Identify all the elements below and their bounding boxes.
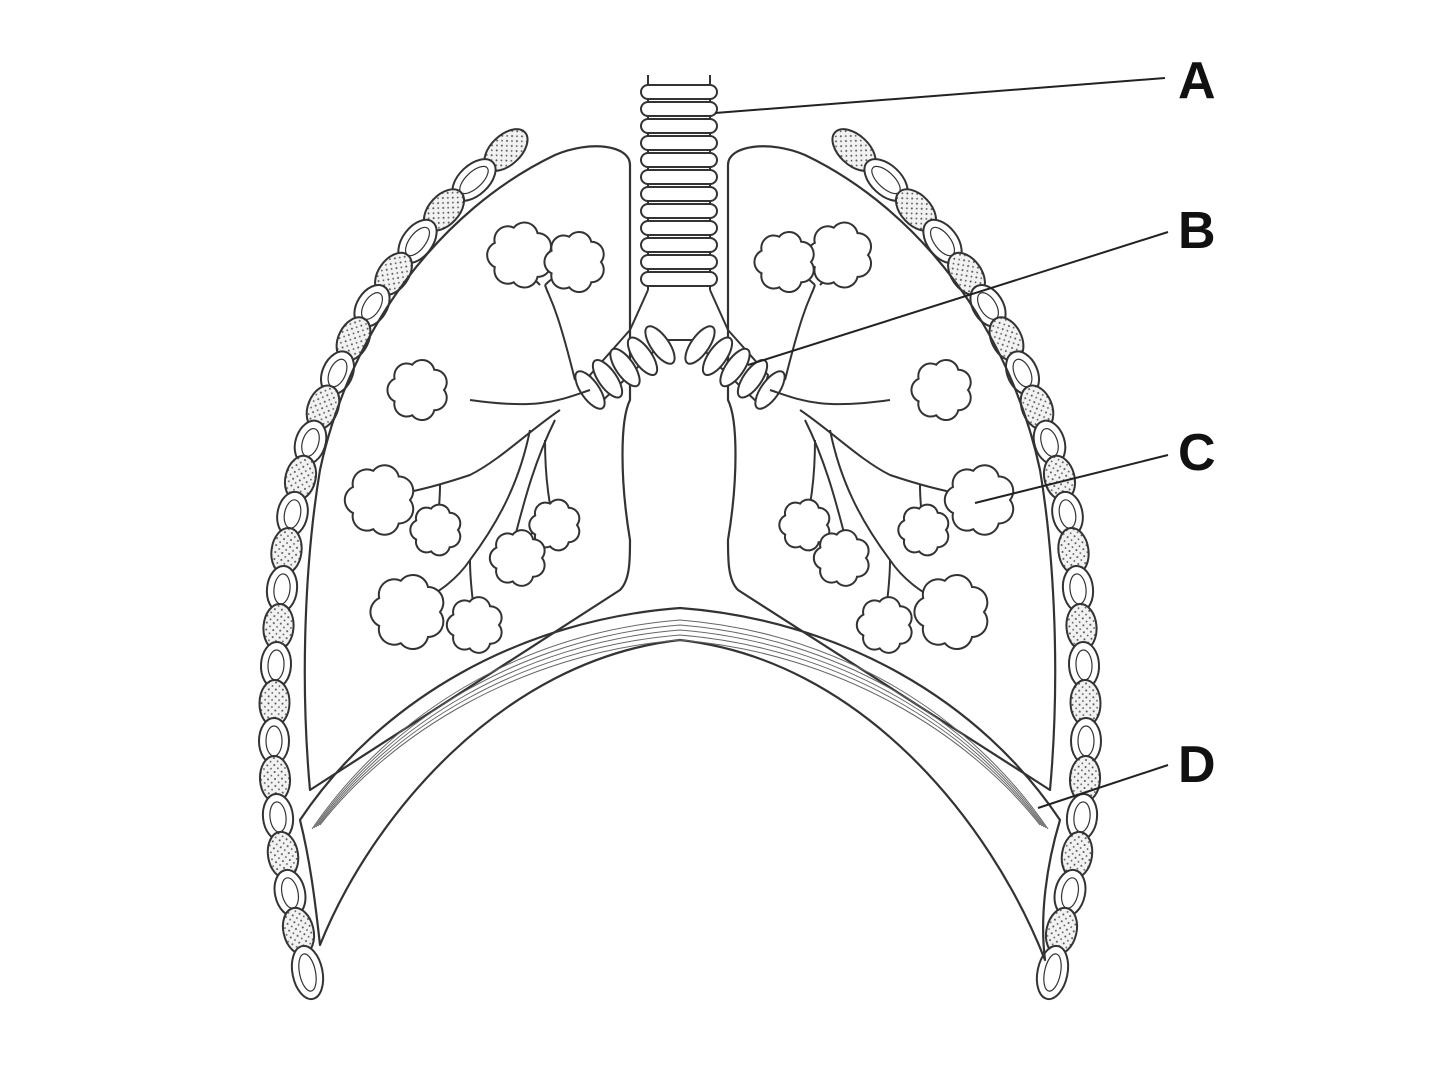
- tracheal-ring: [640, 118, 718, 134]
- left-lung: [303, 145, 632, 792]
- diaphragm: [298, 606, 1062, 962]
- alveolus-cluster: [943, 464, 1015, 536]
- alveolus-cluster: [488, 529, 546, 587]
- alveolus-cluster: [445, 596, 503, 654]
- tracheal-ring: [640, 152, 718, 168]
- alveolus-cluster: [543, 230, 605, 294]
- tracheal-ring: [640, 186, 718, 202]
- bronchial-ring-left: [591, 359, 624, 399]
- label-d: D: [1178, 736, 1216, 794]
- bronchi: [574, 289, 786, 410]
- tracheal-ring: [640, 237, 718, 253]
- bronchiole: [799, 409, 966, 496]
- tracheal-ring: [640, 220, 718, 236]
- bronchial-ring-right: [719, 347, 751, 388]
- bronchioles-right: [753, 221, 1015, 654]
- leader-line-a: [714, 77, 1166, 114]
- bronchial-ring-right: [736, 359, 769, 399]
- tracheal-ring: [640, 203, 718, 219]
- alveolus-cluster: [778, 498, 831, 552]
- alveolus-cluster: [486, 221, 553, 289]
- rib-bone-inner: [298, 953, 317, 992]
- alveolus-cluster: [897, 503, 950, 557]
- bronchial-ring-left: [626, 336, 659, 376]
- diaphragm-fibre: [319, 639, 1041, 826]
- bronchial-ring-right: [684, 325, 716, 365]
- rib-cage-left: [258, 128, 529, 1001]
- alveolus-cluster: [812, 529, 870, 587]
- bronchial-ring-right: [701, 336, 734, 376]
- alveolus-cluster: [369, 574, 445, 650]
- tracheal-ring: [640, 135, 718, 151]
- bronchial-ring-left: [609, 347, 641, 388]
- bronchiole: [784, 284, 816, 381]
- alveolus-cluster: [913, 574, 989, 650]
- alveolus-cluster: [806, 221, 873, 289]
- label-c: C: [1178, 424, 1216, 482]
- bronchial-ring-left: [644, 325, 676, 365]
- alveolus-cluster: [910, 358, 972, 422]
- diaphragm-fibre: [311, 619, 1049, 830]
- leader-line-c: [974, 454, 1169, 504]
- diaphragm-fibre: [315, 629, 1045, 828]
- rib-bone-inner: [1043, 953, 1062, 992]
- label-b: B: [1178, 202, 1216, 260]
- bronchioles-left: [343, 221, 605, 654]
- tracheal-ring: [640, 254, 718, 270]
- tracheal-ring: [640, 169, 718, 185]
- alveolus-cluster: [855, 596, 913, 654]
- alveolus-cluster: [528, 498, 581, 552]
- alveolus-cluster: [386, 358, 448, 422]
- tracheal-ring: [640, 84, 718, 100]
- right-lung: [726, 145, 1057, 792]
- bronchiole: [469, 389, 591, 406]
- tracheal-ring: [640, 271, 718, 287]
- leader-line-d: [1037, 764, 1169, 809]
- diaphragm-fibre: [317, 634, 1043, 827]
- tracheal-ring: [640, 101, 718, 117]
- alveolus-cluster: [343, 464, 415, 536]
- bronchiole: [769, 389, 891, 406]
- label-a: A: [1178, 52, 1216, 110]
- bronchiole: [394, 409, 561, 496]
- diaphragm-fibre: [313, 624, 1047, 829]
- leader-line-b: [747, 231, 1169, 366]
- alveolus-cluster: [753, 230, 815, 294]
- bronchiole: [544, 284, 576, 381]
- alveolus-cluster: [409, 503, 462, 557]
- trachea: [640, 75, 718, 290]
